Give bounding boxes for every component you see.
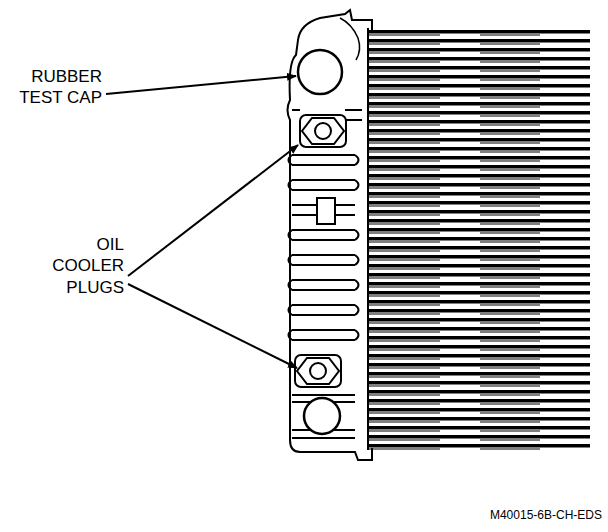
lower-fitting — [304, 398, 340, 434]
oil-cooler-plug — [295, 355, 341, 387]
tank-ribs — [292, 110, 362, 438]
radiator-core — [368, 28, 590, 450]
figure-code: M40015-6B-CH-EDS — [462, 508, 602, 523]
part-label: RUBBER TEST CAP — [6, 66, 102, 109]
drain-fitting — [317, 198, 335, 224]
side-tank — [288, 10, 373, 460]
rubber-test-cap — [298, 50, 342, 94]
part-label: OIL COOLER PLUGS — [28, 234, 124, 298]
core-edge — [367, 28, 369, 450]
rib-ends — [289, 155, 359, 340]
oil-cooler-plug — [300, 115, 346, 147]
tank-boss — [340, 18, 360, 60]
leader-line — [106, 76, 298, 368]
